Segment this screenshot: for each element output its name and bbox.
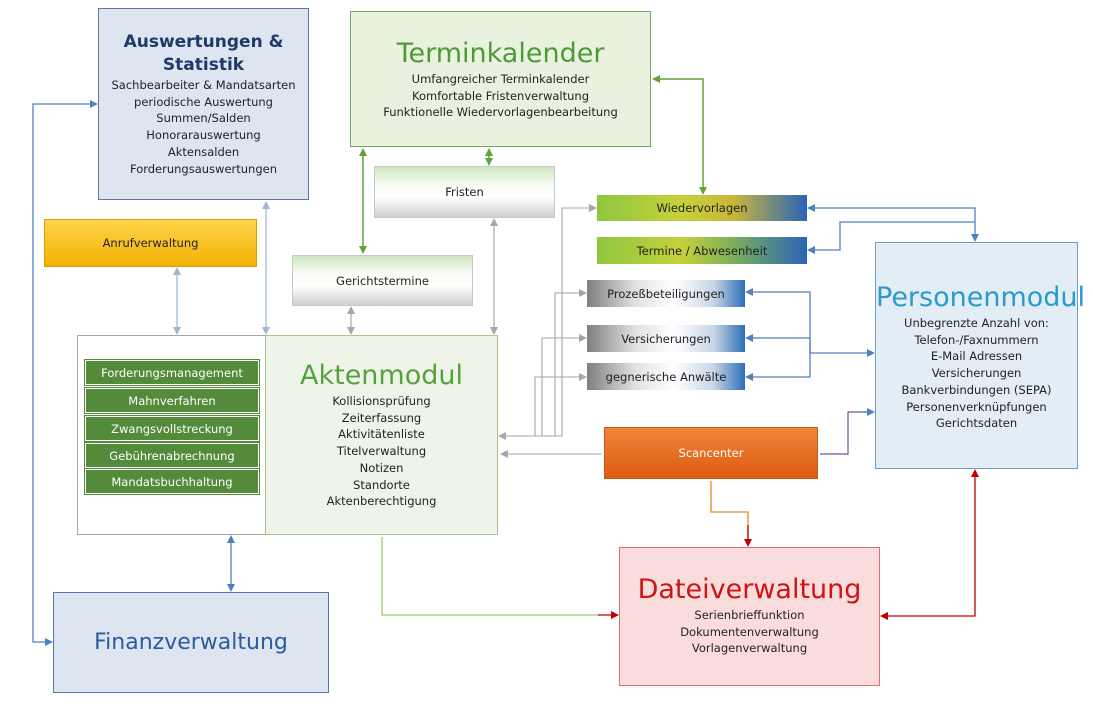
personenmodul-line: Bankverbindungen (SEPA) bbox=[901, 382, 1052, 397]
aktenmodul-box: Aktenmodul Kollisionsprüfung Zeiterfassu… bbox=[265, 335, 498, 535]
auswertungen-line: Summen/Salden bbox=[156, 111, 251, 126]
auswertungen-line: Forderungsauswertungen bbox=[129, 161, 278, 176]
personenmodul-line: Unbegrenzte Anzahl von: bbox=[904, 316, 1049, 330]
arrow-akten-prozess bbox=[500, 289, 587, 437]
dateiverwaltung-box: Dateiverwaltung Serienbrieffunktion Doku… bbox=[619, 547, 880, 686]
arrow-akten-gegner bbox=[500, 373, 587, 437]
personenmodul-line: Gerichtsdaten bbox=[935, 416, 1018, 431]
auswertungen-line: periodische Auswertung bbox=[134, 94, 273, 109]
arrow-akten-datei bbox=[381, 537, 600, 616]
auswertungen-line: Sachbearbeiter & Mandatsarten bbox=[111, 78, 296, 92]
auswertungen-line: Aktensalden bbox=[167, 144, 240, 159]
arrow-personen-prozess bbox=[745, 288, 875, 357]
submodule-gebuehrenabrechnung: Gebührenabrechnung bbox=[84, 442, 260, 469]
arrow-termin-wiedervorlagen bbox=[652, 75, 707, 195]
scancenter-box: Scancenter bbox=[604, 427, 818, 479]
fristen-label: Fristen bbox=[445, 185, 484, 199]
fristen-box: Fristen bbox=[374, 166, 555, 218]
scancenter-label: Scancenter bbox=[678, 446, 744, 460]
prozessbeteiligungen-label: Prozeßbeteiligungen bbox=[607, 286, 725, 301]
prozessbeteiligungen-box: Prozeßbeteiligungen bbox=[587, 280, 745, 307]
anrufverwaltung-box: Anrufverwaltung bbox=[44, 219, 257, 267]
auswertungen-lines: Sachbearbeiter & Mandatsarten periodisch… bbox=[99, 77, 308, 177]
aktenmodul-line: Zeiterfassung bbox=[341, 410, 422, 425]
aktenmodul-lines: Kollisionsprüfung Zeiterfassung Aktivitä… bbox=[266, 393, 497, 510]
submodule-forderungsmanagement: Forderungsmanagement bbox=[84, 359, 260, 386]
terminkalender-line: Umfangreicher Terminkalender bbox=[411, 72, 590, 86]
termine-abwesenheit-label: Termine / Abwesenheit bbox=[636, 243, 768, 258]
terminkalender-title: Terminkalender bbox=[396, 38, 605, 69]
terminkalender-line: Komfortable Fristenverwaltung bbox=[411, 88, 589, 103]
aktenmodul-line: Titelverwaltung bbox=[336, 444, 427, 459]
versicherungen-box: Versicherungen bbox=[587, 325, 745, 352]
auswertungen-box: Auswertungen & Statistik Sachbearbeiter … bbox=[98, 8, 309, 200]
aktenmodul-title: Aktenmodul bbox=[300, 360, 463, 391]
arrow-scan-datei bbox=[710, 481, 749, 545]
dateiverwaltung-line: Vorlagenverwaltung bbox=[691, 641, 808, 656]
arrow-personen-datei bbox=[880, 469, 979, 620]
gegnerische-anwaelte-label: gegnerische Anwälte bbox=[605, 369, 727, 384]
gerichtstermine-label: Gerichtstermine bbox=[336, 273, 429, 288]
termine-abwesenheit-box: Termine / Abwesenheit bbox=[597, 237, 807, 264]
auswertungen-title: Auswertungen & Statistik bbox=[123, 32, 284, 75]
personenmodul-line: Versicherungen bbox=[931, 366, 1022, 381]
wiedervorlagen-label: Wiedervorlagen bbox=[656, 201, 748, 215]
dateiverwaltung-title: Dateiverwaltung bbox=[637, 574, 862, 605]
gegnerische-anwaelte-box: gegnerische Anwälte bbox=[587, 363, 745, 390]
arrow-personen-wiedervorlagen bbox=[807, 204, 979, 242]
submodule-zwangsvollstreckung: Zwangsvollstreckung bbox=[84, 415, 260, 442]
personenmodul-lines: Unbegrenzte Anzahl von: Telefon-/Faxnumm… bbox=[876, 315, 1077, 432]
terminkalender-lines: Umfangreicher Terminkalender Komfortable… bbox=[351, 71, 650, 121]
personenmodul-line: Telefon-/Faxnummern bbox=[914, 332, 1039, 347]
terminkalender-line: Funktionelle Wiedervorlagenbearbeitung bbox=[383, 105, 618, 120]
versicherungen-label: Versicherungen bbox=[621, 331, 711, 346]
arrow-scan-personen bbox=[820, 411, 873, 455]
finanzverwaltung-box: Finanzverwaltung bbox=[53, 592, 329, 693]
dateiverwaltung-line: Serienbrieffunktion bbox=[694, 608, 805, 622]
personenmodul-line: E-Mail Adressen bbox=[930, 349, 1023, 364]
personenmodul-box: Personenmodul Unbegrenzte Anzahl von: Te… bbox=[875, 242, 1086, 469]
terminkalender-box: Terminkalender Umfangreicher Terminkalen… bbox=[350, 11, 651, 147]
aktenmodul-line: Kollisionsprüfung bbox=[332, 394, 431, 408]
arrow-personen-gegner bbox=[745, 338, 811, 381]
aktenmodul-line: Notizen bbox=[359, 460, 404, 475]
aktenmodul-line: Aktivitätenliste bbox=[338, 427, 425, 442]
dateiverwaltung-line: Dokumentenverwaltung bbox=[680, 624, 819, 639]
wiedervorlagen-box: Wiedervorlagen bbox=[597, 195, 807, 221]
submodule-mandatsbuchhaltung: Mandatsbuchhaltung bbox=[84, 468, 260, 495]
arrow-akten-wiedervorlagen bbox=[498, 204, 597, 440]
personenmodul-title: Personenmodul bbox=[876, 282, 1086, 313]
submodule-mahnverfahren: Mahnverfahren bbox=[84, 387, 260, 414]
anrufverwaltung-label: Anrufverwaltung bbox=[102, 236, 199, 250]
auswertungen-line: Honorarauswertung bbox=[146, 128, 261, 143]
gerichtstermine-box: Gerichtstermine bbox=[292, 255, 473, 306]
aktenmodul-line: Aktenberechtigung bbox=[326, 494, 437, 509]
aktenmodul-line: Standorte bbox=[353, 477, 410, 492]
personenmodul-line: Personenverknüpfungen bbox=[906, 399, 1047, 414]
arrow-akten-versicherungen bbox=[500, 334, 587, 437]
finanzverwaltung-title: Finanzverwaltung bbox=[94, 630, 288, 655]
dateiverwaltung-lines: Serienbrieffunktion Dokumentenverwaltung… bbox=[620, 607, 879, 657]
